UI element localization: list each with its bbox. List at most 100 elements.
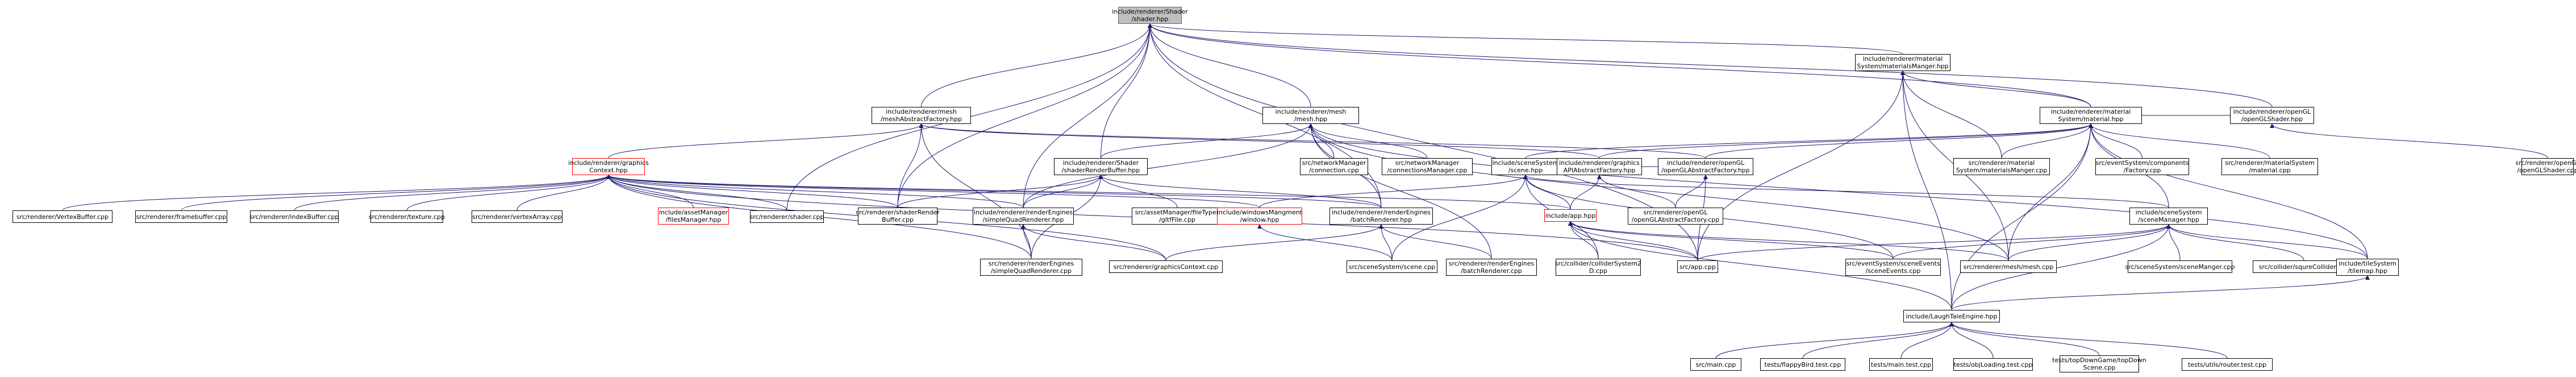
- graph-node[interactable]: include/renderer/material System/materia…: [2040, 107, 2142, 124]
- graph-node[interactable]: include/assetManager /filesManager.hpp: [658, 208, 729, 225]
- graph-node[interactable]: src/renderer/mesh/mesh.cpp: [1960, 260, 2057, 273]
- graph-node[interactable]: src/renderer/openGL /openGLAbstractFacto…: [1628, 208, 1723, 225]
- dependency-edge: [897, 175, 1103, 208]
- dependency-edge: [2166, 224, 2181, 261]
- graph-node[interactable]: tests/utils/router.test.cpp: [2182, 358, 2273, 371]
- dependency-edge: [606, 175, 1382, 208]
- dependency-edge: [608, 123, 924, 159]
- graph-node[interactable]: include/windowsMangment /window.hpp: [1217, 208, 1302, 225]
- dependency-edge: [1949, 322, 1994, 359]
- graph-node[interactable]: include/renderer/graphics Context.hpp: [568, 158, 649, 175]
- dependency-edge: [1101, 123, 1313, 159]
- dependency-edge: [1715, 322, 1954, 359]
- dependency-edge: [919, 123, 1600, 159]
- graph-node-label: include/sceneSystem /sceneManager.hpp: [2135, 209, 2202, 223]
- dependency-edge: [1148, 23, 2273, 107]
- dependency-edge: [1023, 175, 1103, 208]
- graph-node[interactable]: src/renderer/renderEngines /batchRendere…: [1446, 259, 1537, 276]
- graph-node-label: src/sceneSystem/scene.cpp: [1348, 263, 1436, 271]
- graph-node[interactable]: src/eventSystem/components /Factory.cpp: [2095, 158, 2189, 175]
- dependency-edge: [2001, 123, 2093, 159]
- dependency-edge: [1391, 175, 1528, 261]
- dependency-edge: [1523, 175, 2169, 208]
- graph-node[interactable]: include/LaughTaleEngine.hpp: [1903, 310, 2000, 322]
- graph-node[interactable]: include/renderer/Shader /shaderRenderBuf…: [1054, 158, 1148, 175]
- dependency-edge: [606, 175, 694, 208]
- dependency-edge: [1599, 123, 2093, 159]
- graph-node[interactable]: src/renderer/vertexArray.cpp: [472, 210, 562, 223]
- dependency-edge: [1568, 221, 1698, 261]
- dependency-edge: [2270, 123, 2548, 159]
- graph-node-label: include/renderer/mesh /meshAbstractFacto…: [880, 108, 962, 123]
- graph-node[interactable]: src/renderer/texture.cpp: [368, 210, 445, 223]
- graph-node[interactable]: src/collider/squreCollider.cpp: [2253, 260, 2355, 273]
- dependency-edge: [897, 23, 1152, 208]
- graph-node-label: include/sceneSystem /scene.hpp: [1492, 159, 1559, 174]
- dependency-edge: [1568, 221, 1894, 259]
- graph-node-label: src/networkManager /connection.cpp: [1302, 159, 1366, 174]
- graph-node[interactable]: src/renderer/renderEngines /simpleQuadRe…: [980, 259, 1082, 276]
- graph-node[interactable]: src/eventSystem/sceneEvents /sceneEvents…: [1845, 259, 1941, 276]
- dependency-edge: [1308, 123, 1428, 159]
- dependency-edge: [1802, 322, 1954, 359]
- dependency-edge: [2166, 224, 2368, 259]
- graph-node-label: tests/objLoading.test.cpp: [1953, 361, 2033, 368]
- dependency-edge: [921, 23, 1152, 107]
- graph-node[interactable]: src/collider/colliderSystem2 D.cpp: [1555, 259, 1641, 276]
- graph-node-label: src/renderer/graphicsContext.cpp: [1113, 263, 1219, 271]
- graph-node[interactable]: src/main.cpp: [1690, 358, 1741, 371]
- graph-node[interactable]: include/app.hpp: [1544, 209, 1597, 222]
- graph-node[interactable]: src/renderer/materialSystem /material.cp…: [2221, 158, 2318, 175]
- dependency-edge: [516, 175, 611, 211]
- dependency-edge: [919, 123, 1706, 159]
- graph-node[interactable]: src/renderer/VertexBuffer.cpp: [12, 210, 112, 223]
- graph-node[interactable]: src/renderer/openGL /openGLShader.cpp: [2516, 158, 2576, 175]
- graph-node-label: tests/topDownGame/topDown Scene.cpp: [2052, 357, 2146, 371]
- graph-node[interactable]: tests/objLoading.test.cpp: [1953, 358, 2033, 371]
- graph-node-label: src/renderer/texture.cpp: [368, 213, 445, 221]
- graph-node[interactable]: src/networkManager /connection.cpp: [1300, 158, 1368, 175]
- graph-node[interactable]: include/sceneSystem /sceneManager.hpp: [2129, 208, 2208, 225]
- graph-node[interactable]: include/renderer/material System/materia…: [1855, 54, 1950, 71]
- graph-node[interactable]: src/renderer/framebuffer.cpp: [135, 210, 227, 223]
- graph-node[interactable]: include/renderer/mesh /mesh.hpp: [1262, 107, 1359, 124]
- dependency-edge: [1257, 224, 1393, 261]
- dependency-edge: [294, 175, 611, 211]
- graph-node-label: src/app.cpp: [1679, 263, 1716, 271]
- graph-node-label: src/main.cpp: [1695, 361, 1736, 368]
- graph-node-label: include/renderer/Shader /shader.hpp: [1112, 8, 1188, 23]
- graph-node[interactable]: src/networkManager /connectionsManager.c…: [1382, 158, 1473, 175]
- dependency-edge: [897, 123, 924, 208]
- graph-node[interactable]: include/sceneSystem /scene.hpp: [1491, 158, 1560, 175]
- dependency-edge: [62, 175, 611, 211]
- dependency-edge: [1951, 224, 2171, 310]
- graph-node-label: src/renderer/renderEngines /simpleQuadRe…: [988, 260, 1074, 275]
- graph-node[interactable]: src/renderer/shaderRender Buffer.cpp: [856, 208, 940, 225]
- graph-node[interactable]: src/renderer/indexBuffer.cpp: [250, 210, 339, 223]
- graph-node[interactable]: include/renderer/mesh /meshAbstractFacto…: [872, 107, 971, 124]
- graph-node[interactable]: include/renderer/renderEngines /batchRen…: [1329, 208, 1433, 225]
- graph-node[interactable]: src/assetManager/fileTypes /gltfFile.cpp: [1132, 208, 1223, 225]
- dependency-edge: [1568, 221, 1952, 310]
- graph-node[interactable]: tests/topDownGame/topDown Scene.cpp: [2052, 355, 2146, 372]
- graph-node[interactable]: include/tileSystem /tilemap.hpp: [2336, 259, 2399, 276]
- graph-node[interactable]: src/sceneSystem/sceneManger.cpp: [2125, 260, 2235, 273]
- graph-node[interactable]: include/renderer/renderEngines /simpleQu…: [973, 208, 1074, 225]
- dependency-edge: [1597, 175, 1676, 208]
- graph-node-label: src/renderer/material System/materialsMa…: [1956, 159, 2048, 174]
- graph-node[interactable]: tests/main.test.cpp: [1869, 358, 1933, 371]
- graph-node[interactable]: src/renderer/material System/materialsMa…: [1953, 158, 2050, 175]
- graph-node[interactable]: include/renderer/openGL /openGLShader.hp…: [2230, 107, 2314, 124]
- graph-node[interactable]: src/sceneSystem/scene.cpp: [1347, 260, 1437, 273]
- graph-node[interactable]: src/renderer/shader.cpp: [749, 210, 824, 223]
- graph-node[interactable]: tests/flappyBird.test.cpp: [1760, 358, 1845, 371]
- graph-node[interactable]: src/renderer/graphicsContext.cpp: [1109, 260, 1223, 273]
- graph-node[interactable]: include/renderer/graphics APIAbstractFac…: [1557, 158, 1642, 175]
- graph-node[interactable]: include/renderer/openGL /openGLAbstractF…: [1658, 158, 1753, 175]
- dependency-edge: [606, 175, 898, 208]
- graph-node-label: src/collider/colliderSystem2 D.cpp: [1555, 260, 1641, 275]
- graph-node[interactable]: src/app.cpp: [1677, 260, 1718, 273]
- graph-node-label: src/sceneSystem/sceneManger.cpp: [2125, 263, 2235, 271]
